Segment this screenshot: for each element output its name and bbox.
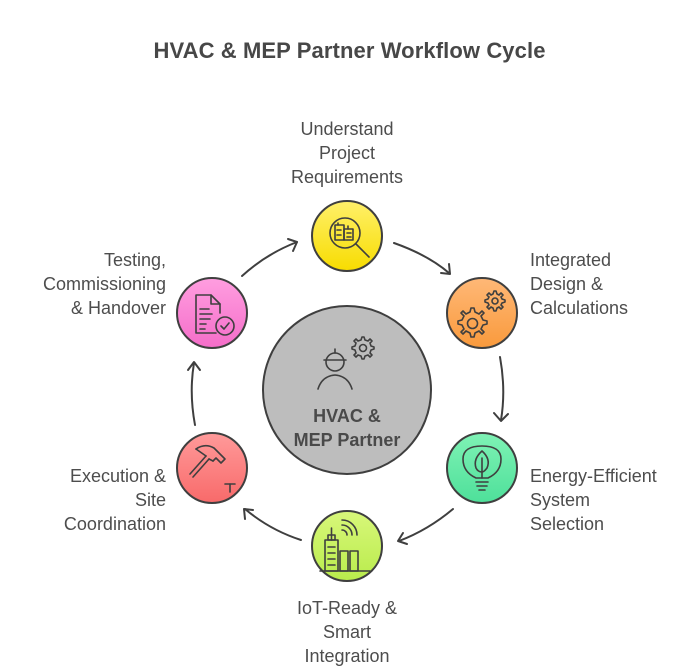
step-label-line: Calculations <box>530 298 629 318</box>
step-label-line: Commissioning <box>42 274 166 294</box>
engineer-with-gear-icon <box>317 336 375 390</box>
diagram-title: HVAC & MEP Partner Workflow Cycle <box>153 38 546 63</box>
center-label-line-1: HVAC & <box>313 406 381 426</box>
step-label-line: Selection <box>530 514 605 534</box>
step-label-line: IoT-Ready & <box>296 598 398 618</box>
arrow-understand-to-design <box>393 242 451 275</box>
center-label-line-2: MEP Partner <box>294 430 401 450</box>
gears-icon <box>457 290 506 338</box>
step-label-energy: Energy-Efficient System Selection <box>530 464 695 536</box>
step-label-line: System <box>530 490 591 510</box>
step-node-design <box>446 277 518 349</box>
step-label-line: Execution & <box>69 466 166 486</box>
step-label-line: & Handover <box>70 298 166 318</box>
arrow-testing-to-understand <box>241 238 298 277</box>
step-node-understand <box>311 200 383 272</box>
step-label-line: Site <box>134 490 166 510</box>
step-label-iot: IoT-Ready & Smart Integration <box>247 596 447 668</box>
step-node-iot <box>311 510 383 582</box>
step-label-line: Energy-Efficient <box>530 466 657 486</box>
center-circle <box>262 305 432 475</box>
eco-lightbulb-icon <box>462 445 502 491</box>
step-label-line: Understand <box>300 119 394 139</box>
step-label-line: Design & <box>530 274 604 294</box>
step-node-energy <box>446 432 518 504</box>
step-label-line: Testing, <box>103 250 166 270</box>
step-label-line: Smart <box>322 622 371 642</box>
arrow-iot-to-execution <box>243 508 302 541</box>
step-label-execution: Execution & Site Coordination <box>0 464 166 536</box>
document-check-icon <box>195 294 235 336</box>
step-label-design: Integrated Design & Calculations <box>530 248 695 320</box>
step-label-line: Project <box>318 143 376 163</box>
step-node-testing <box>176 277 248 349</box>
step-label-understand: Understand Project Requirements <box>247 117 447 189</box>
smart-building-icon <box>319 519 371 572</box>
step-label-line: Coordination <box>63 514 166 534</box>
center-node: HVAC & MEP Partner <box>262 305 432 475</box>
arrow-design-to-energy <box>493 356 509 422</box>
step-label-line: Integration <box>304 646 390 666</box>
step-label-line: Requirements <box>290 167 404 187</box>
arrow-energy-to-iot <box>397 508 454 545</box>
step-label-testing: Testing, Commissioning & Handover <box>0 248 166 320</box>
hammer-nail-icon <box>189 444 236 493</box>
building-magnifier-icon <box>329 217 370 258</box>
step-node-execution <box>176 432 248 504</box>
step-label-line: Integrated <box>530 250 612 270</box>
arrow-execution-to-testing <box>187 361 201 426</box>
